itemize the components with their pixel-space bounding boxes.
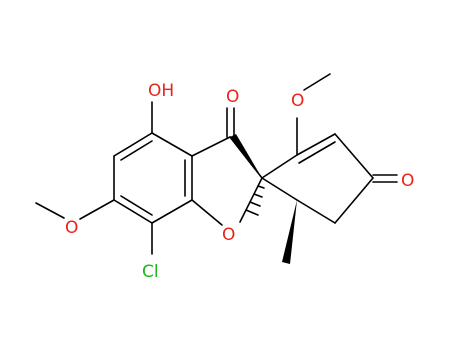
cyclohexenone-ring (261, 133, 374, 224)
benzene-ring (113, 132, 193, 224)
stereo-hash-spiro (245, 185, 265, 216)
bond-c4-c5-inner (120, 195, 153, 216)
bond-spiro-c (261, 154, 298, 179)
bond-carbonyl-ch2 (334, 177, 374, 224)
bond-alkene-inner (298, 141, 336, 164)
aryl-ether-o-label: O (65, 218, 78, 238)
bond-c3-c4 (151, 199, 193, 224)
hydroxyl-label: OH (148, 81, 174, 101)
bond-c6-c1 (113, 132, 153, 157)
bond-c-ome (79, 199, 115, 220)
bond-c-carbonyl (334, 133, 374, 179)
bond-o-spiro (239, 177, 263, 223)
bond-ar-o (191, 199, 223, 226)
bond-c1-c2 (151, 132, 193, 157)
bond-alkene (296, 133, 336, 156)
bond-o-methyl-left (35, 202, 65, 219)
bond-ar-co (191, 136, 231, 157)
chloro-label: Cl (142, 262, 159, 282)
bond-c6-c1-inner (120, 140, 153, 161)
stereo-wedge-methyl (282, 200, 297, 264)
bond-o-methyl-top (303, 73, 331, 91)
enone-o-label: O (401, 171, 414, 191)
stereo-wedge-spiro (230, 134, 262, 178)
furan-o-label: O (222, 225, 235, 245)
bond-chme-spiro (261, 177, 298, 201)
ketone-o-label: O (226, 87, 239, 107)
enol-ether-o-label: O (291, 91, 304, 111)
bond-ch2-chme (296, 199, 336, 224)
bond-c4-c5 (113, 199, 153, 224)
